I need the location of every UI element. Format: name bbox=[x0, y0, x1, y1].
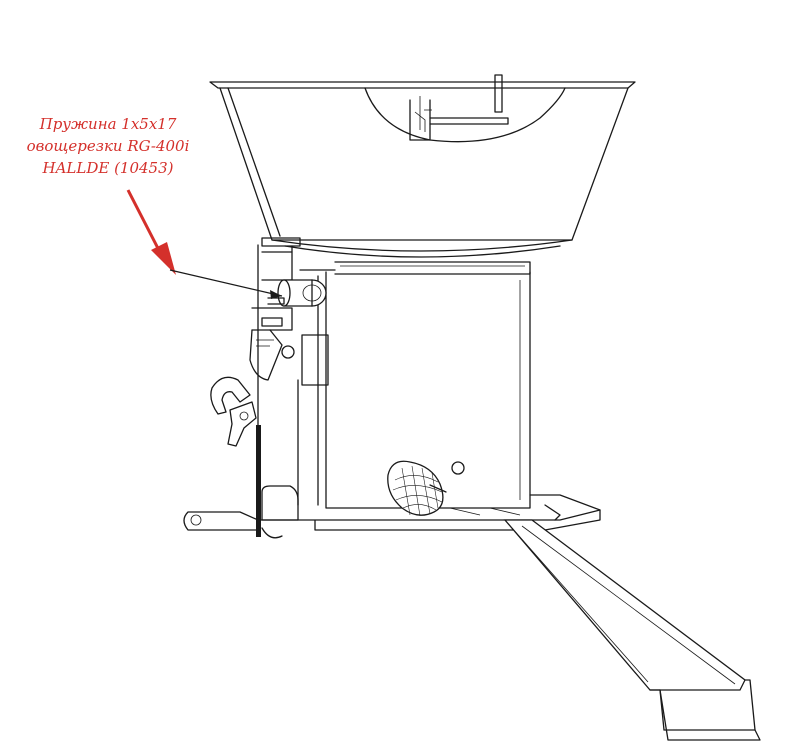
mesh-knob bbox=[387, 460, 465, 517]
spring-part bbox=[267, 279, 327, 307]
part-callout: Пружина 1х5х17 овощерезки RG-400i HALLDE… bbox=[18, 113, 198, 179]
collar bbox=[334, 261, 531, 275]
callout-line-3: HALLDE (10453) bbox=[42, 159, 174, 177]
callout-line-1: Пружина 1х5х17 bbox=[39, 115, 177, 133]
base-left bbox=[183, 485, 299, 539]
hopper-bowl bbox=[209, 74, 636, 258]
outlet-chute bbox=[503, 519, 761, 741]
hook-lock bbox=[210, 376, 257, 447]
callout-line-2: овощерезки RG-400i bbox=[26, 137, 190, 155]
base-plate bbox=[259, 494, 601, 531]
latch-assembly bbox=[249, 307, 295, 381]
vertical-black-bar bbox=[256, 425, 261, 537]
pointer-arrow bbox=[126, 189, 283, 299]
